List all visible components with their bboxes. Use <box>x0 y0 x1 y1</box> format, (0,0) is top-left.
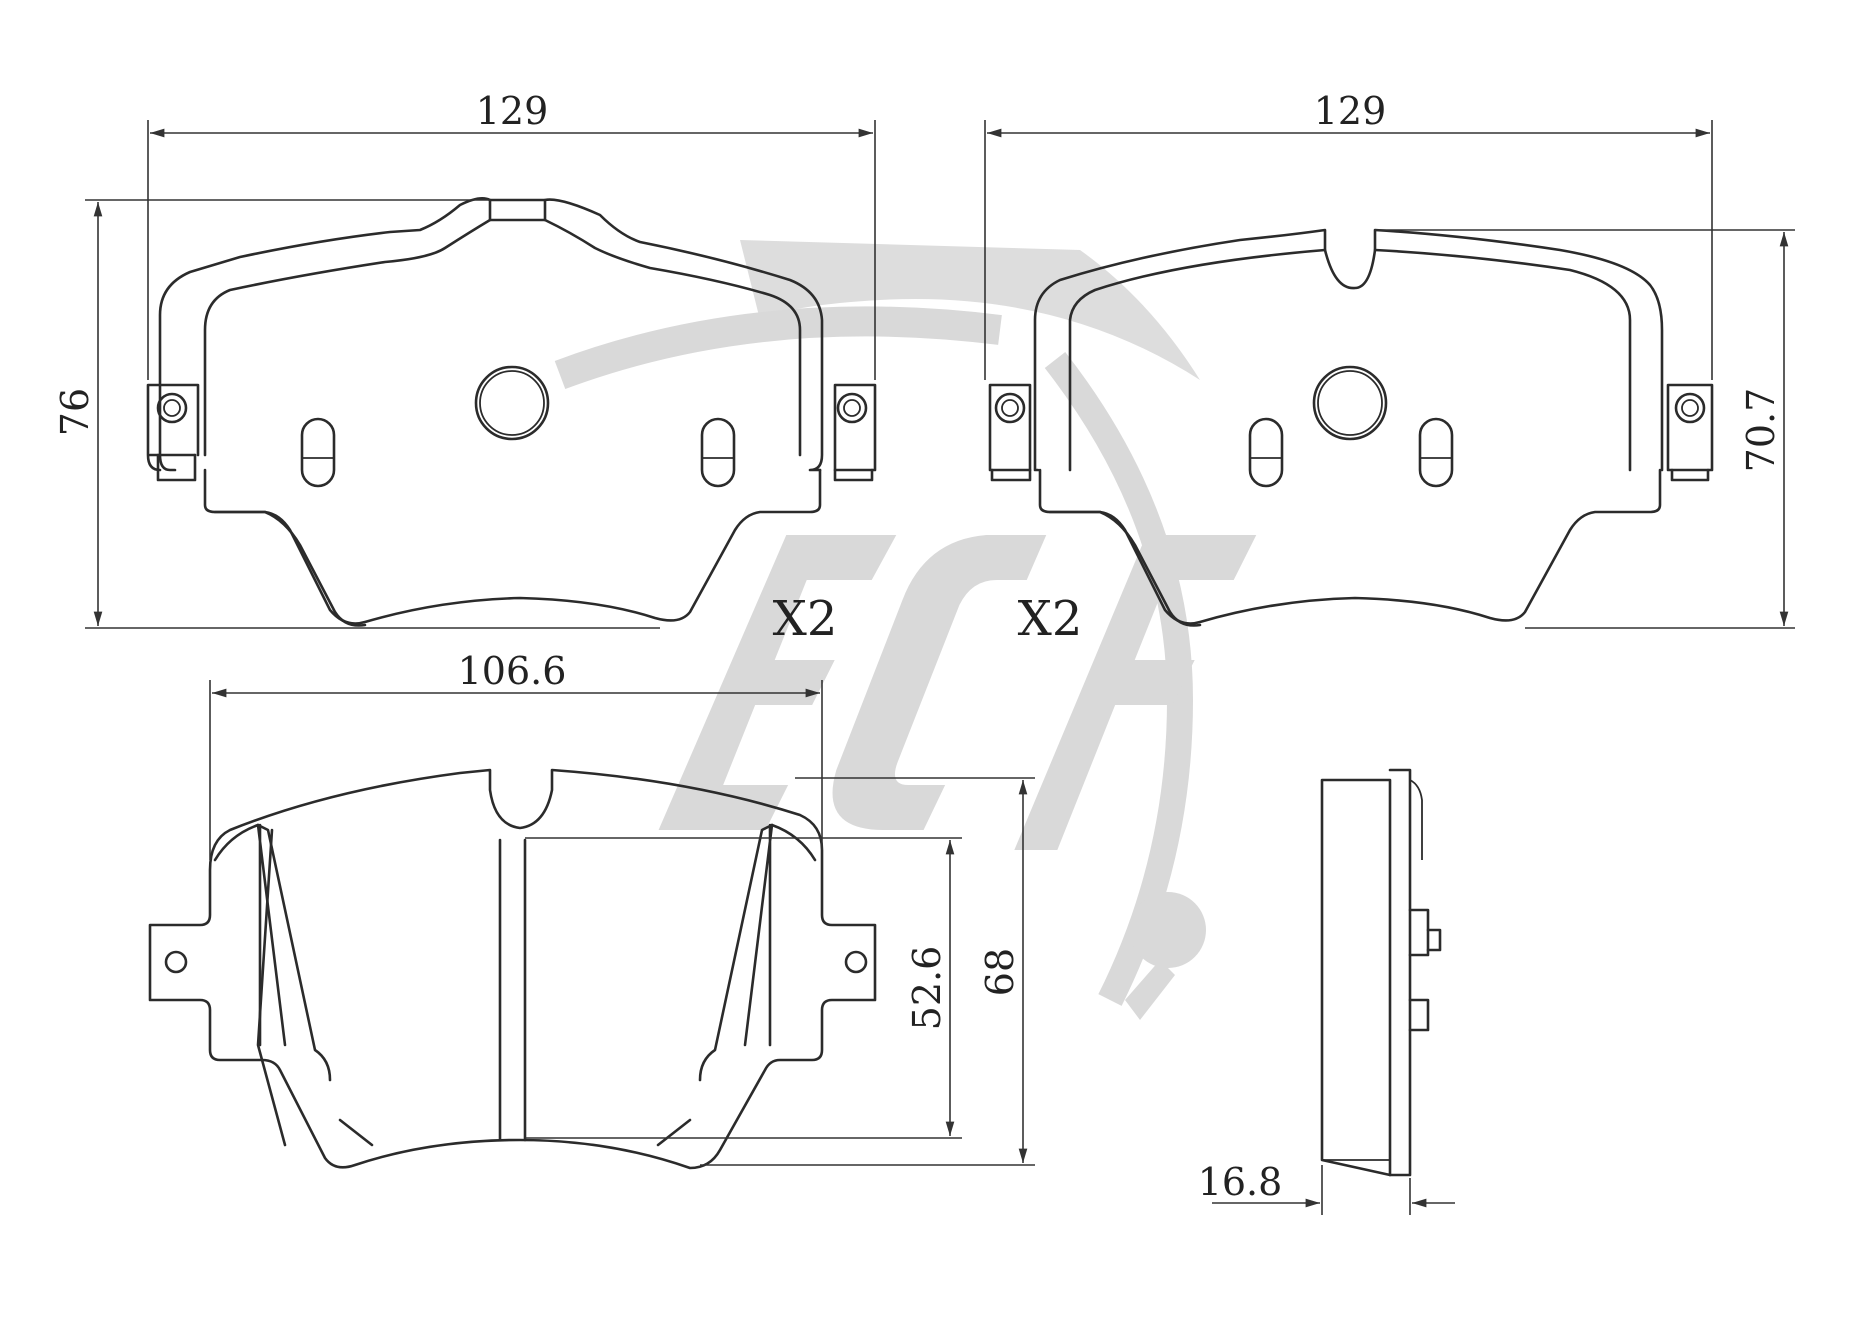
dim-label-thickness: 16.8 <box>1198 1160 1283 1204</box>
dim-label-bottom-width: 106.6 <box>458 649 567 693</box>
dim-top-right-height: 70.7 <box>1375 229 1795 629</box>
dim-label-top-right-height: 70.7 <box>1739 388 1783 473</box>
dim-bottom-height: 68 <box>700 777 1035 1166</box>
pad-top-left <box>146 197 877 627</box>
dim-thickness: 16.8 <box>1198 1160 1455 1215</box>
dim-top-right-width: 129 <box>984 89 1713 380</box>
dim-label-top-left-height: 76 <box>53 388 97 436</box>
dim-bottom-width: 106.6 <box>209 649 823 860</box>
dim-top-left-height: 76 <box>53 199 660 629</box>
ecf-logo <box>554 240 1257 1020</box>
pad-side-view <box>1320 768 1442 1177</box>
dim-label-top-right-width: 129 <box>1314 89 1387 133</box>
pad-bottom-front <box>148 768 877 1170</box>
quantity-right: X2 <box>1018 591 1083 647</box>
pad-top-right <box>988 228 1714 627</box>
dim-label-bottom-inner-height: 52.6 <box>905 946 949 1031</box>
dim-top-left-width: 129 <box>147 89 876 380</box>
dim-label-top-left-width: 129 <box>476 89 549 133</box>
dim-label-bottom-height: 68 <box>978 948 1022 996</box>
dim-bottom-inner-height: 52.6 <box>525 837 962 1139</box>
quantity-left: X2 <box>773 591 838 647</box>
